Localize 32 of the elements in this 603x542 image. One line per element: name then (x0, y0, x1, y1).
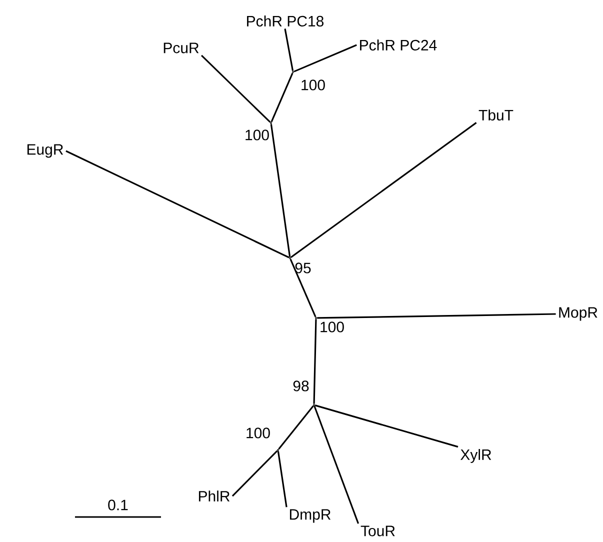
bootstrap-value: 100 (302, 80, 325, 90)
tree-branch (270, 124, 291, 258)
scale-label: 0.1 (108, 500, 128, 510)
bootstrap-value: 100 (246, 428, 270, 438)
tree-branch (294, 44, 357, 72)
tree-branch (317, 313, 556, 319)
tree-branch (313, 319, 317, 404)
tree-branch (314, 406, 360, 524)
bootstrap-value: 100 (320, 322, 344, 332)
leaf-label: TouR (360, 526, 395, 536)
bootstrap-value: 95 (295, 262, 311, 274)
leaf-label: XylR (460, 449, 492, 463)
tree-branch (232, 450, 278, 497)
tree-branch (284, 28, 294, 72)
tree-branch (66, 150, 290, 258)
leaf-label: PcuR (164, 42, 199, 54)
leaf-label: PhlR (198, 490, 230, 502)
bootstrap-value: 100 (246, 130, 269, 140)
tree-branch (277, 450, 288, 508)
leaf-label: EugR (27, 144, 64, 158)
leaf-label: PchR PC24 (360, 40, 437, 50)
tree-branch (290, 122, 477, 258)
bootstrap-value: 98 (293, 380, 309, 392)
leaf-label: MopR (559, 307, 598, 321)
tree-branch (290, 258, 316, 318)
tree-branch (200, 54, 271, 123)
leaf-label: DmpR (290, 509, 331, 523)
tree-branch (270, 72, 294, 122)
leaf-label: TbuT (478, 110, 514, 120)
tree-branch (314, 404, 458, 448)
tree-branch (278, 405, 314, 450)
leaf-label: PchR PC18 (247, 16, 324, 26)
